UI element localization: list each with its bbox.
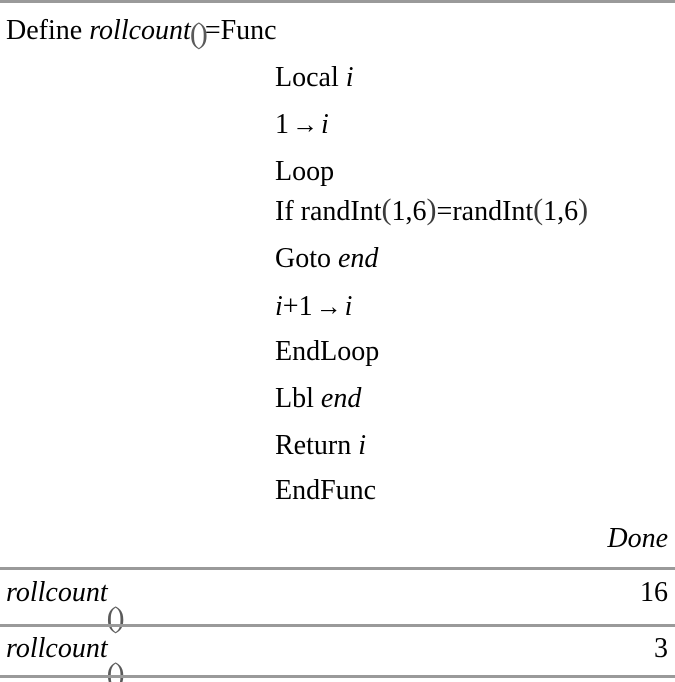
define-result-done: Done [607,523,668,554]
label-name: end [320,383,362,414]
endloop-keyword: EndLoop [275,336,380,367]
comparison-equals: = [436,196,453,227]
result-divider-1 [0,567,675,570]
assign-target-variable: i [321,109,329,140]
literal-one: 1 [275,109,289,140]
program-line-increment[interactable]: i+1→i [275,292,352,322]
program-line-return[interactable]: Return i [275,431,366,461]
program-define-line[interactable]: Define rollcount()=Func [6,15,277,50]
paren-close-icon: ) [578,193,589,226]
plus-one-literal: +1 [282,291,313,322]
randint-call-left: randInt [300,196,382,227]
if-keyword: If [275,196,294,227]
top-divider [0,0,675,3]
result-row-1-function-name: rollcount [6,577,108,608]
store-arrow-icon: → [315,292,342,321]
program-line-local[interactable]: Local i [275,63,354,93]
equals-sign: = [204,15,221,46]
paren-close-icon: ) [426,193,437,226]
return-variable: i [358,430,366,461]
result-row-1-input[interactable]: rollcount() [6,577,125,634]
randint-args-left: 1,6 [391,196,427,227]
program-line-loop[interactable]: Loop [275,157,334,187]
define-keyword: Define [6,15,83,46]
bottom-divider [0,675,675,678]
program-line-assign-one[interactable]: 1→i [275,110,329,140]
lbl-keyword: Lbl [275,383,314,414]
randint-call-right: randInt [452,196,534,227]
program-line-if[interactable]: If randInt(1,6)=randInt(1,6) [275,193,589,227]
function-name: rollcount [89,15,191,46]
result-row-2-input[interactable]: rollcount() [6,633,125,682]
paren-open-icon: ( [533,193,544,226]
goto-keyword: Goto [275,243,331,274]
program-line-label[interactable]: Lbl end [275,384,361,414]
result-row-2-function-name: rollcount [6,633,108,664]
local-variable: i [345,62,354,93]
loop-keyword: Loop [275,156,335,187]
result-divider-2 [0,624,675,627]
endfunc-keyword: EndFunc [275,475,377,506]
program-line-goto[interactable]: Goto end [275,244,378,274]
store-arrow-icon: → [292,110,318,139]
goto-label-name: end [338,243,379,274]
local-keyword: Local [275,62,339,93]
paren-open-icon: ( [381,193,392,226]
result-row-2-output: 3 [654,633,668,664]
increment-source-variable: i [275,291,283,322]
result-row-1-output: 16 [640,577,668,608]
func-keyword: Func [220,15,277,46]
return-keyword: Return [275,430,352,461]
increment-target-variable: i [344,291,353,322]
program-line-endfunc[interactable]: EndFunc [275,476,376,506]
randint-args-right: 1,6 [543,196,579,227]
program-line-endloop[interactable]: EndLoop [275,337,379,367]
